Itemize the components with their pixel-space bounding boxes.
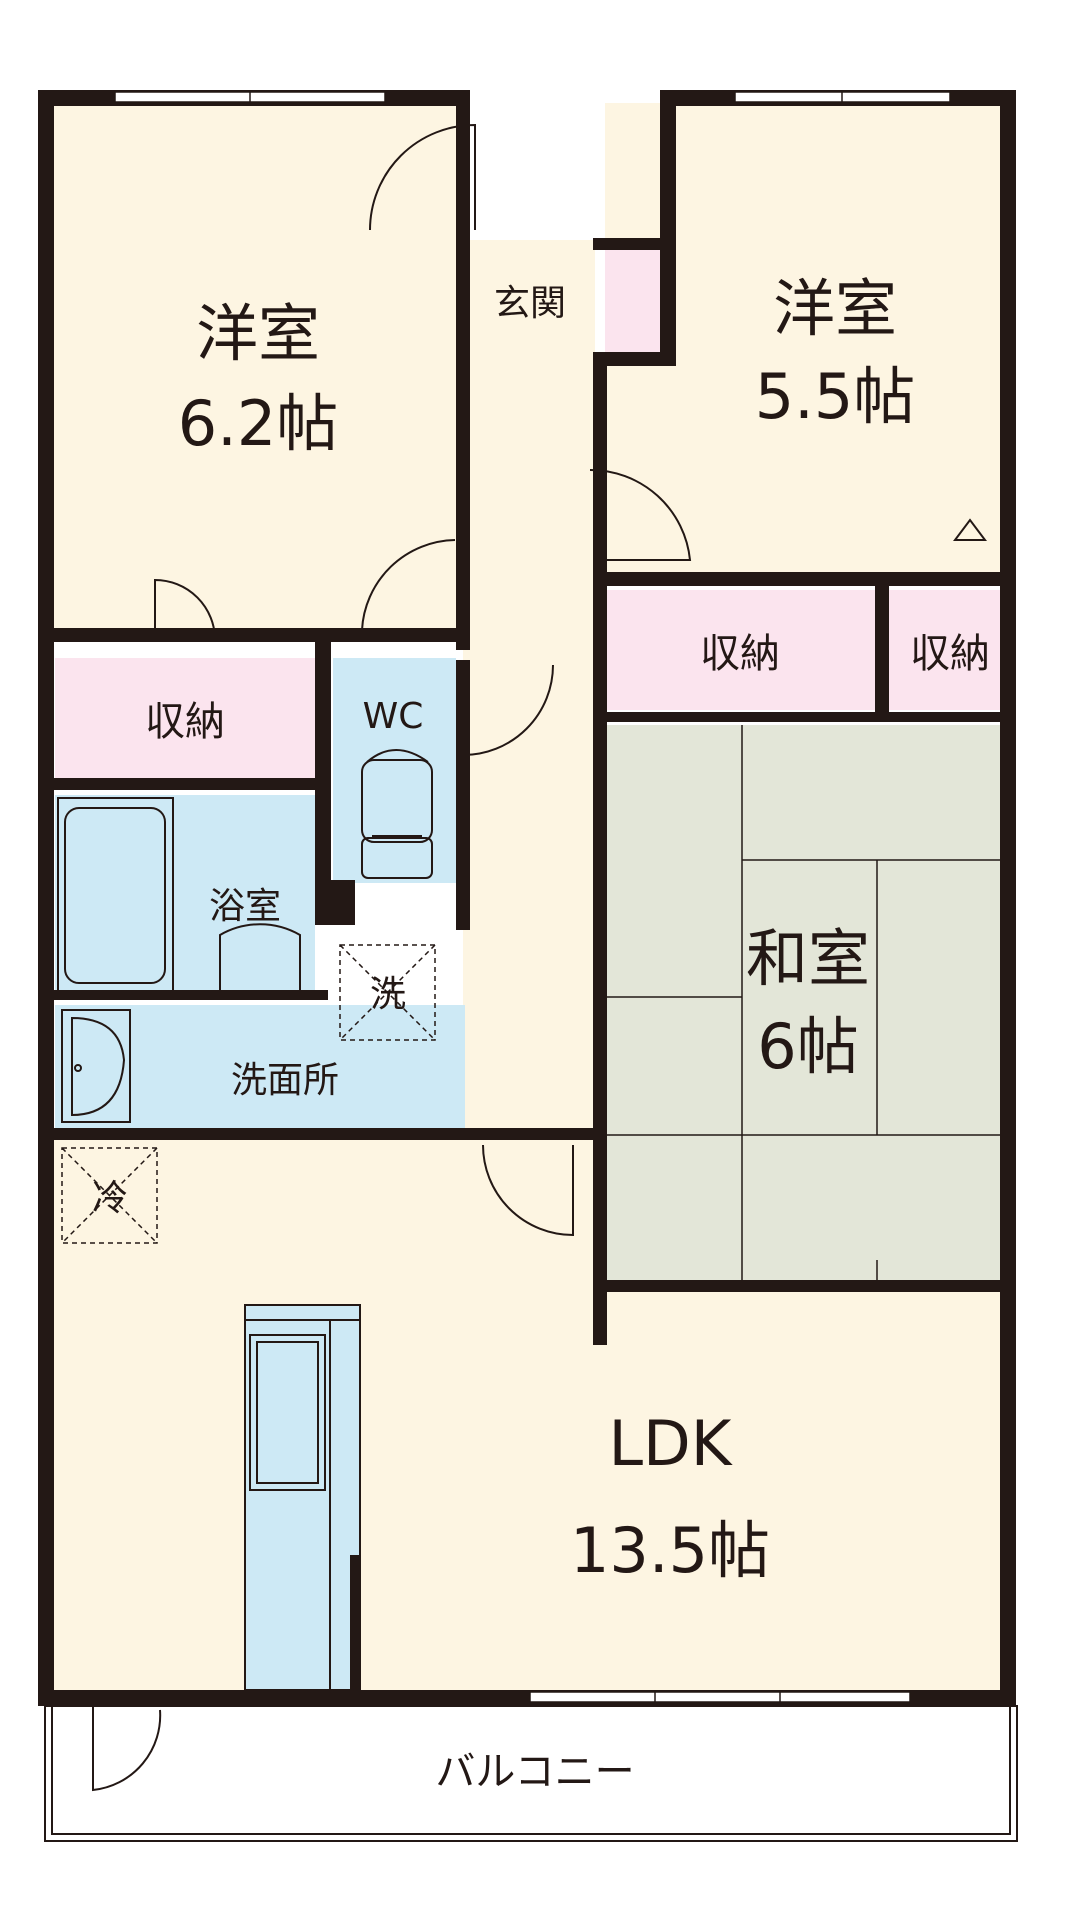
washitsu-name: 和室 [746, 922, 870, 995]
door-swings [92, 123, 987, 1792]
ldk-name: LDK [609, 1407, 733, 1480]
wc-label: WC [363, 696, 424, 737]
tatami-lines [607, 725, 1010, 1280]
entrance-floor [470, 240, 595, 358]
storage-mid-floor [607, 590, 877, 710]
windows [114, 91, 951, 1703]
western-room-1-floor [48, 103, 463, 638]
bath-floor [55, 795, 315, 995]
washitsu-size: 6帖 [757, 1010, 858, 1083]
western-room-1-name: 洋室 [196, 297, 320, 370]
washitsu-floor [607, 725, 1010, 1280]
storage-right-floor [888, 590, 1010, 710]
ldk-size: 13.5帖 [570, 1514, 770, 1587]
storage-mid-label: 収納 [700, 631, 780, 677]
toilet [361, 749, 433, 879]
floors [48, 103, 1010, 1690]
western-room-2-size: 5.5帖 [755, 360, 916, 433]
washroom-label: 洗面所 [231, 1060, 339, 1101]
storage-left-label: 収納 [145, 699, 225, 745]
fridge-label: 冷 [92, 1178, 128, 1219]
wc-floor [333, 658, 456, 883]
shoebox [605, 240, 660, 358]
washer-label: 洗 [370, 974, 406, 1015]
western-room-1-size: 6.2帖 [178, 387, 339, 460]
storage-left-floor [55, 658, 315, 778]
storage-right-label: 収納 [910, 631, 990, 677]
hall-floor [463, 355, 593, 1145]
balcony-label: バルコニー [435, 1749, 634, 1795]
washer-pan [339, 944, 436, 1041]
kitchen-counter [244, 1304, 361, 1691]
wash-basin [61, 1009, 131, 1123]
entrance-label: 玄関 [494, 283, 566, 324]
balcony [44, 1705, 1018, 1842]
bath-label: 浴室 [209, 886, 281, 927]
fridge-space [61, 1147, 158, 1244]
western-room-2-name: 洋室 [773, 272, 897, 345]
